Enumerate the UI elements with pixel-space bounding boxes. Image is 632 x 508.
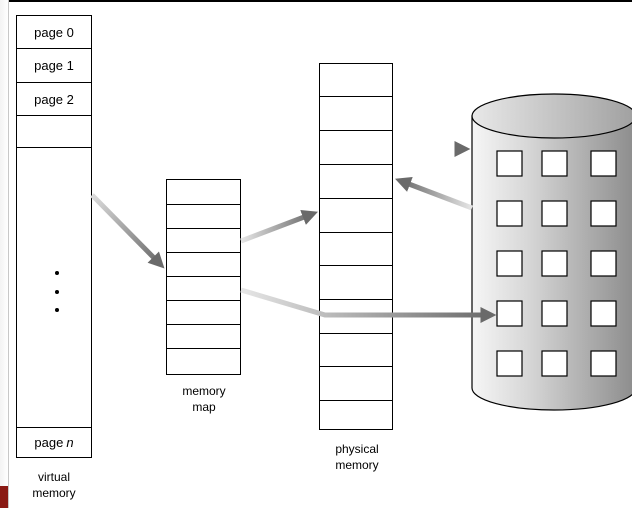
- page-3-cell: [17, 116, 91, 148]
- disk-block: [590, 150, 617, 177]
- physical-memory-label-line2: memory: [335, 458, 379, 472]
- physical-memory-label-line1: physical: [335, 442, 379, 456]
- disk-block: [496, 300, 523, 327]
- memory-map-label-line1: memory: [182, 384, 226, 398]
- memory-map-row-divider: [167, 204, 240, 205]
- memory-map-row-divider: [167, 252, 240, 253]
- disk-block: [590, 200, 617, 227]
- physical-frame-divider: [320, 400, 392, 401]
- memory-map-label: memory map: [160, 383, 248, 415]
- physical-memory-label: physical memory: [318, 441, 396, 473]
- corner-marker: [0, 486, 8, 508]
- ellipsis-dot: [55, 271, 59, 275]
- physical-memory-box: [319, 63, 393, 430]
- memory-map-label-line2: map: [192, 400, 216, 414]
- memory-map-row-divider: [167, 228, 240, 229]
- physical-frame-divider: [320, 333, 392, 334]
- disk-to-physical-arrow: [395, 176, 473, 211]
- physical-frame-divider: [320, 164, 392, 165]
- memory-map-row-divider: [167, 276, 240, 277]
- page-1-cell: page 1: [17, 49, 91, 83]
- physical-frame-divider: [320, 265, 392, 266]
- page-n-prefix: page: [34, 435, 64, 450]
- physical-frame-divider: [320, 198, 392, 199]
- disk-blocks: [496, 150, 617, 377]
- page-2-cell: page 2: [17, 83, 91, 116]
- disk-block: [496, 200, 523, 227]
- disk-block: [541, 250, 568, 277]
- disk-block: [541, 200, 568, 227]
- virtual-memory-label: virtual memory: [16, 469, 92, 501]
- left-rule: [8, 0, 9, 508]
- disk-block: [590, 300, 617, 327]
- physical-frame-divider: [320, 96, 392, 97]
- physical-frame-divider: [320, 299, 392, 300]
- ellipsis-dot: [55, 308, 59, 312]
- page-margin: [0, 0, 8, 486]
- virtual-memory-label-line1: virtual: [37, 470, 70, 484]
- memory-map-row-divider: [167, 324, 240, 325]
- vm-to-map-arrow: [90, 193, 165, 269]
- memory-map-row-divider: [167, 300, 240, 301]
- map-to-disk-arrow: [240, 287, 497, 324]
- physical-frame-divider: [320, 232, 392, 233]
- memory-map-row-divider: [167, 348, 240, 349]
- memory-map-box: [166, 179, 241, 375]
- physical-frame-divider: [320, 366, 392, 367]
- virtual-memory-label-line2: memory: [32, 486, 76, 500]
- disk-block: [541, 350, 568, 377]
- physical-frame-divider: [320, 130, 392, 131]
- disk-block: [541, 300, 568, 327]
- disk-block: [496, 250, 523, 277]
- disk-top: [471, 93, 632, 139]
- ellipsis-dot: [55, 290, 59, 294]
- disk-block: [590, 250, 617, 277]
- disk-block: [590, 350, 617, 377]
- disk-block: [541, 150, 568, 177]
- page-n-variable: n: [66, 435, 74, 450]
- disk-icon: [471, 93, 632, 411]
- map-to-physical-arrow: [240, 209, 318, 244]
- top-rule: [8, 0, 632, 2]
- page-0-cell: page 0: [17, 16, 91, 49]
- disk-block: [496, 150, 523, 177]
- disk-block: [496, 350, 523, 377]
